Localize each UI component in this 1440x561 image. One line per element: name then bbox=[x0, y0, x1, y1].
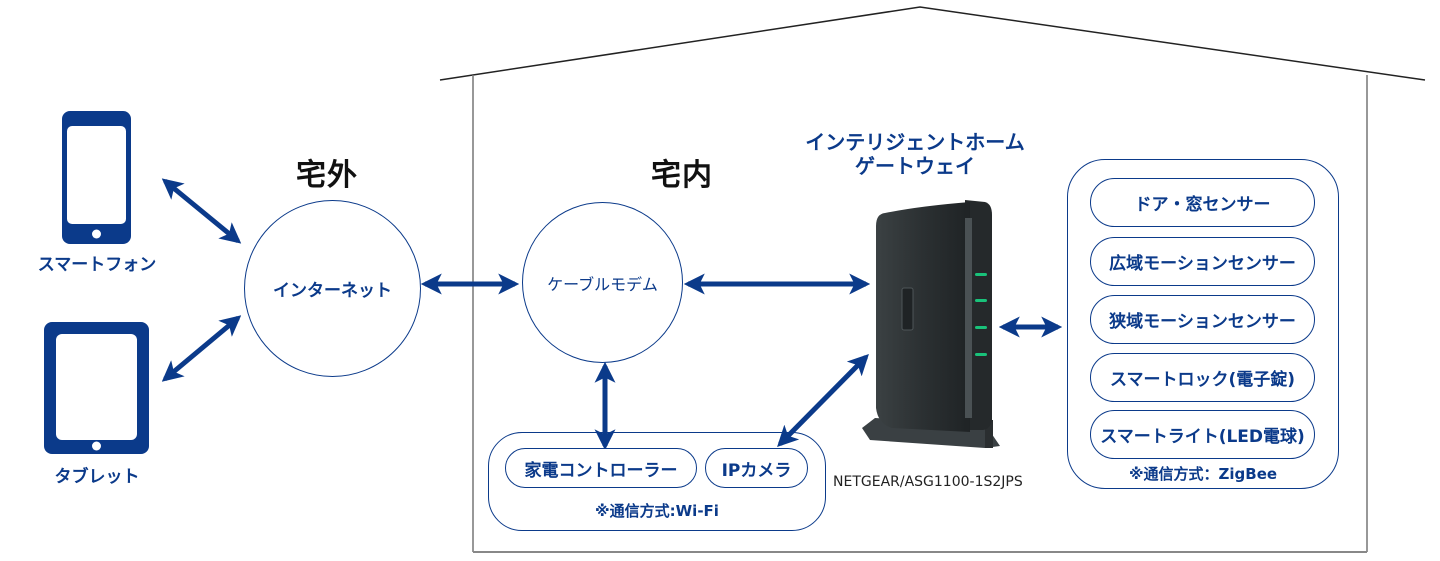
tablet-label: タブレット bbox=[54, 467, 140, 487]
cable-modem-label: ケーブルモデム bbox=[547, 274, 658, 294]
connection-arrows bbox=[161, 178, 1063, 451]
zigbee-item-narrow-motion-sensor: 狭域モーションセンサー bbox=[1090, 295, 1315, 344]
gateway-model-label: NETGEAR/ASG1100-1S2JPS bbox=[833, 474, 1023, 490]
wifi-note: ※通信方式:Wi-Fi bbox=[595, 502, 719, 520]
router-leds bbox=[975, 273, 987, 356]
cable-modem-node: ケーブルモデム bbox=[522, 202, 683, 363]
house-outline bbox=[439, 6, 1426, 553]
inside-title: 宅内 bbox=[651, 158, 713, 193]
zigbee-note: ※通信方式：ZigBee bbox=[1128, 465, 1278, 483]
wifi-item-ip-camera: IPカメラ bbox=[705, 448, 808, 488]
arrow-gateway-ipcamera bbox=[777, 354, 869, 447]
zigbee-item-wide-motion-sensor: 広域モーションセンサー bbox=[1090, 237, 1315, 286]
house-roof bbox=[439, 6, 1426, 81]
gateway-title-line2: ゲートウェイ bbox=[855, 154, 975, 178]
zigbee-item-smart-lock: スマートロック(電子錠) bbox=[1090, 353, 1315, 402]
smartphone-label: スマートフォン bbox=[37, 255, 157, 275]
zigbee-item-door-window-sensor: ドア・窓センサー bbox=[1090, 178, 1315, 227]
tablet-icon bbox=[44, 322, 149, 454]
gateway-title-line1: インテリジェントホーム bbox=[805, 130, 1025, 154]
zigbee-item-smart-light: スマートライト(LED電球) bbox=[1090, 410, 1315, 459]
outside-title: 宅外 bbox=[296, 158, 358, 193]
internet-node: インターネット bbox=[244, 200, 421, 377]
router-icon bbox=[862, 200, 1000, 448]
arrow-tablet-internet bbox=[161, 315, 242, 382]
gateway-title: インテリジェントホーム ゲートウェイ bbox=[790, 130, 1040, 178]
internet-label: インターネット bbox=[273, 281, 392, 301]
zigbee-device-group bbox=[1067, 159, 1339, 489]
wifi-device-group bbox=[488, 432, 826, 531]
wifi-item-appliance-controller: 家電コントローラー bbox=[505, 448, 697, 488]
smartphone-icon bbox=[62, 111, 131, 244]
arrow-smartphone-internet bbox=[161, 178, 242, 244]
